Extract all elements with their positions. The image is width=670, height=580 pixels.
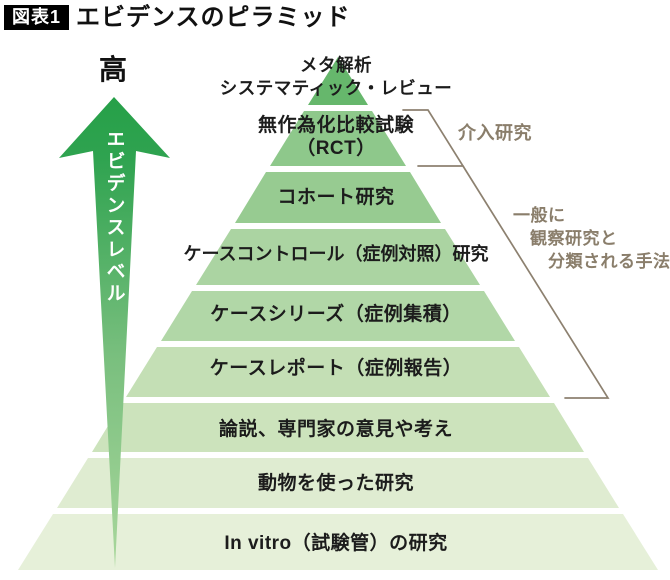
pyramid-level-3-shape	[235, 172, 441, 223]
evidence-level-arrow	[59, 97, 170, 568]
pyramid-level-8-shape	[57, 458, 619, 508]
observational-label-line3: 分類される手法	[548, 252, 670, 271]
intervention-research-label: 介入研究	[458, 123, 532, 143]
observational-bracket	[462, 165, 610, 399]
evidence-level-axis-label: エビデンスレベル	[103, 129, 125, 305]
pyramid-level-4-shape	[196, 229, 480, 285]
level-5-label: ケースシリーズ（症例集積）	[210, 304, 462, 325]
level-7-label: 論説、専門家の意見や考え	[218, 419, 454, 440]
pyramid-level-5-shape	[161, 291, 515, 341]
level-9-label: In vitro（試験管）の研究	[224, 533, 448, 554]
high-level-label: 高	[98, 54, 128, 85]
level-8-label: 動物を使った研究	[257, 473, 415, 494]
level-3-label: コホート研究	[277, 187, 395, 208]
level-6-label: ケースレポート（症例報告）	[209, 358, 463, 379]
figure-title: 図表1 エビデンスのピラミッド	[4, 5, 351, 30]
observational-label-line1: 一般に	[513, 206, 566, 225]
intervention-bracket	[402, 109, 465, 167]
pyramid-level-1-shape	[308, 57, 368, 105]
level-4-label: ケースコントロール（症例対照）研究	[183, 244, 489, 264]
pyramid-level-6-shape	[126, 347, 550, 397]
figure-title-text: エビデンスのピラミッド	[76, 3, 351, 31]
pyramid-level-2-shape	[270, 111, 406, 166]
figure-number-badge: 図表1	[4, 5, 70, 30]
level-2-label: 無作為化比較試験 （RCT）	[257, 115, 415, 159]
level-1-label: メタ解析 システマティック・レビュー	[219, 55, 453, 98]
observational-label-line2: 観察研究と	[530, 229, 618, 248]
pyramid-level-9-shape	[18, 514, 658, 570]
pyramid-level-7-shape	[92, 403, 584, 452]
